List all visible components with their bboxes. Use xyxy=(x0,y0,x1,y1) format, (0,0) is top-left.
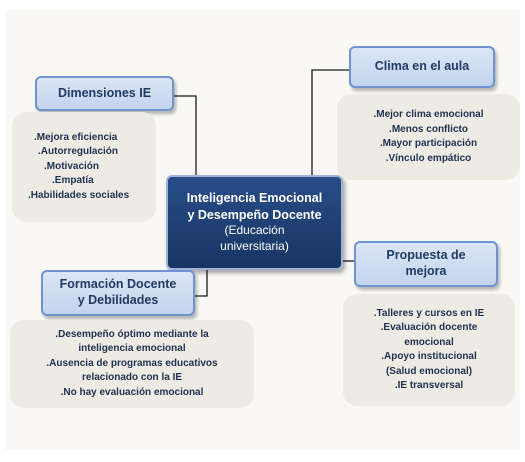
bubble-formacion-docente: .Desempeño óptimo mediante la inteligenc… xyxy=(10,320,254,408)
central-subtitle-line1: (Educación xyxy=(224,223,285,238)
list-item: .Mejor clima emocional xyxy=(373,109,484,120)
list-item: .Autorregulación xyxy=(38,146,119,158)
list-item: .Desempeño óptimo mediante la xyxy=(55,328,209,340)
list-item: .Empatía xyxy=(52,175,94,187)
topic-formacion-docente[interactable]: Formación Docente y Debilidades xyxy=(41,270,195,316)
list-item: .Menos conflicto xyxy=(389,123,468,135)
connector-clima xyxy=(311,69,349,176)
list-item: relacionado con la IE xyxy=(81,372,183,384)
connector-formacion xyxy=(192,266,208,297)
central-topic[interactable]: Inteligencia Emocional y Desempeño Docen… xyxy=(166,175,343,270)
list-item: .Mejora eficiencia xyxy=(34,131,118,143)
list-item: (Salud emocional) xyxy=(385,365,473,377)
topic-dimensiones-title: Dimensiones IE xyxy=(57,85,152,100)
list-item: .Ausencia de programas educativos xyxy=(46,357,218,369)
topic-propuesta-title-line2: mejora xyxy=(405,264,447,278)
list-item: .IE transversal xyxy=(394,380,464,391)
list-item: .Mayor participación xyxy=(379,138,478,149)
list-item: .Evaluación docente xyxy=(380,322,478,333)
central-title-line2: y Desempeño Docente xyxy=(187,207,322,222)
topic-clima-title: Clima en el aula xyxy=(374,59,470,74)
topic-formacion-title-line1: Formación Docente xyxy=(59,277,177,292)
list-item: inteligencia emocional xyxy=(78,343,186,355)
list-item: .No hay evaluación emocional xyxy=(60,386,204,398)
topic-formacion-title-line2: y Debilidades xyxy=(77,293,159,307)
list-item: emocional xyxy=(404,336,454,348)
list-item: .Talleres y cursos en IE xyxy=(373,307,485,319)
topic-clima-aula[interactable]: Clima en el aula xyxy=(349,46,495,88)
bubble-propuesta-mejora: .Talleres y cursos en IE .Evaluación doc… xyxy=(343,294,515,406)
topic-dimensiones-ie[interactable]: Dimensiones IE xyxy=(35,76,174,111)
bubble-dimensiones-ie: .Mejora eficiencia .Autorregulación .Mot… xyxy=(12,112,156,222)
list-item: .Vínculo empático xyxy=(385,152,472,164)
list-item: .Habilidades sociales xyxy=(28,189,130,201)
topic-propuesta-title-line1: Propuesta de xyxy=(386,248,466,263)
connector-dimensiones xyxy=(172,95,197,179)
bubble-clima-aula: .Mejor clima emocional .Menos conflicto … xyxy=(337,94,520,180)
list-item: .Motivación xyxy=(44,160,100,172)
central-title-line1: Inteligencia Emocional xyxy=(186,191,323,206)
list-item: .Apoyo institucional xyxy=(381,351,477,362)
central-subtitle-line2: universitaria) xyxy=(220,239,289,253)
topic-propuesta-mejora[interactable]: Propuesta de mejora xyxy=(354,241,498,287)
